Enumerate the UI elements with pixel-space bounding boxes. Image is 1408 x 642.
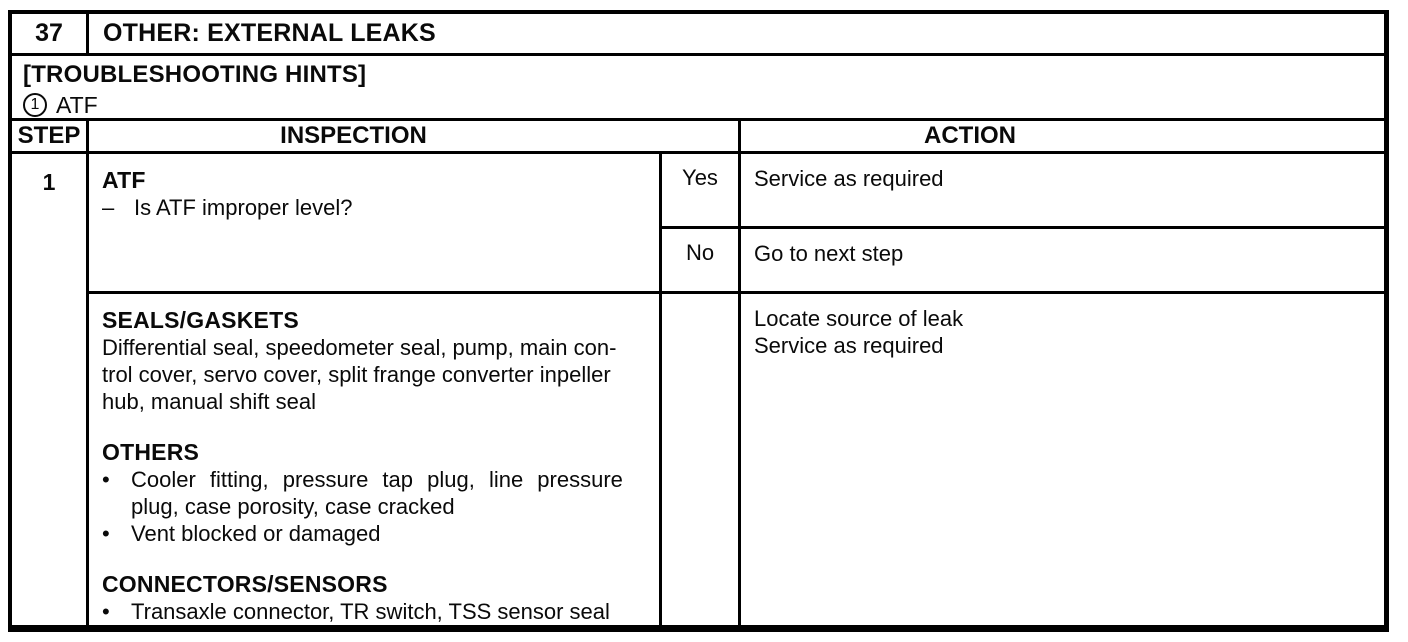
troubleshooting-table: 37 OTHER: EXTERNAL LEAKS [TROUBLESHOOTIN… [8,10,1389,632]
no-row: No Go to next step [662,229,1384,291]
yes-action: Service as required [754,166,944,191]
bullet-icon: • [102,599,110,624]
bullet-icon: • [102,467,110,492]
yes-row: Yes Service as required [662,154,1384,229]
inspection-title: ATF [102,167,146,193]
table-body: 1 ATF – Is ATF improper level? Yes [12,154,1384,625]
title-row: 37 OTHER: EXTERNAL LEAKS [12,14,1384,56]
step-number-cell: 1 [12,154,89,625]
hint-item: 1 ATF [23,92,1384,119]
column-header-action: ACTION [924,121,1016,149]
others-title: OTHERS [102,439,200,465]
table-row: SEALS/GASKETS Differential seal, speedom… [89,294,1384,625]
list-item: • Vent blocked or damaged [102,520,649,547]
column-header-row: STEP INSPECTION ACTION [12,120,1384,154]
bullet-text: Cooler fitting, pressure tap plug, line … [131,466,623,520]
inspection-cell-leaks: SEALS/GASKETS Differential seal, speedom… [89,294,662,625]
body-right: ATF – Is ATF improper level? Yes Service… [89,154,1384,625]
seals-paragraph: Differential seal, speedometer seal, pum… [102,334,649,415]
bullet-text: Transaxle connector, TR switch, TSS sens… [131,598,610,625]
seals-section: SEALS/GASKETS Differential seal, speedom… [102,307,649,415]
list-item: • Transaxle connector, TR switch, TSS se… [102,598,649,625]
column-header-inspection: INSPECTION [89,120,741,151]
hints-header: [TROUBLESHOOTING HINTS] [23,60,367,88]
circled-number-icon: 1 [23,93,47,118]
yes-no-empty-cell [662,294,741,625]
bullet-line: Vent blocked or damaged [131,521,381,546]
no-action: Go to next step [754,241,904,266]
inspection-cell-atf: ATF – Is ATF improper level? [89,154,662,291]
bullet-line: plug, case porosity, case cracked [131,494,455,519]
table-row: ATF – Is ATF improper level? Yes Service… [89,154,1384,294]
yes-no-action-column: Yes Service as required No Go to next st… [662,154,1384,291]
list-item: • Cooler fitting, pressure tap plug, lin… [102,466,649,520]
connectors-section: CONNECTORS/SENSORS • Transaxle connector… [102,571,649,625]
seals-line: Differential seal, speedometer seal, pum… [102,335,617,360]
question-text: Is ATF improper level? [134,195,353,220]
no-label: No [662,229,741,291]
bullet-line: Cooler fitting, pressure tap plug, line … [131,467,623,492]
seals-line: trol cover, servo cover, split frange co… [102,362,611,387]
connectors-title: CONNECTORS/SENSORS [102,571,388,597]
others-section: OTHERS • Cooler fitting, pressure tap pl… [102,439,649,547]
bullet-text: Vent blocked or damaged [131,520,381,547]
yes-label: Yes [662,154,741,226]
bullet-icon: • [102,521,110,546]
dash-glyph: – [102,195,115,220]
bullet-line: Transaxle connector, TR switch, TSS sens… [131,599,610,624]
action-line: Service as required [754,333,944,358]
seals-title: SEALS/GASKETS [102,307,299,333]
hints-row: [TROUBLESHOOTING HINTS] 1 ATF [12,56,1384,121]
hint-label: ATF [56,91,98,118]
seals-line: hub, manual shift seal [102,389,317,414]
item-title: OTHER: EXTERNAL LEAKS [103,18,436,47]
inspection-question: – Is ATF improper level? [102,194,649,221]
column-header-step: STEP [12,120,89,151]
item-number: 37 [12,14,89,53]
action-line: Locate source of leak [754,306,964,331]
leak-action-cell: Locate source of leak Service as require… [741,294,1384,625]
